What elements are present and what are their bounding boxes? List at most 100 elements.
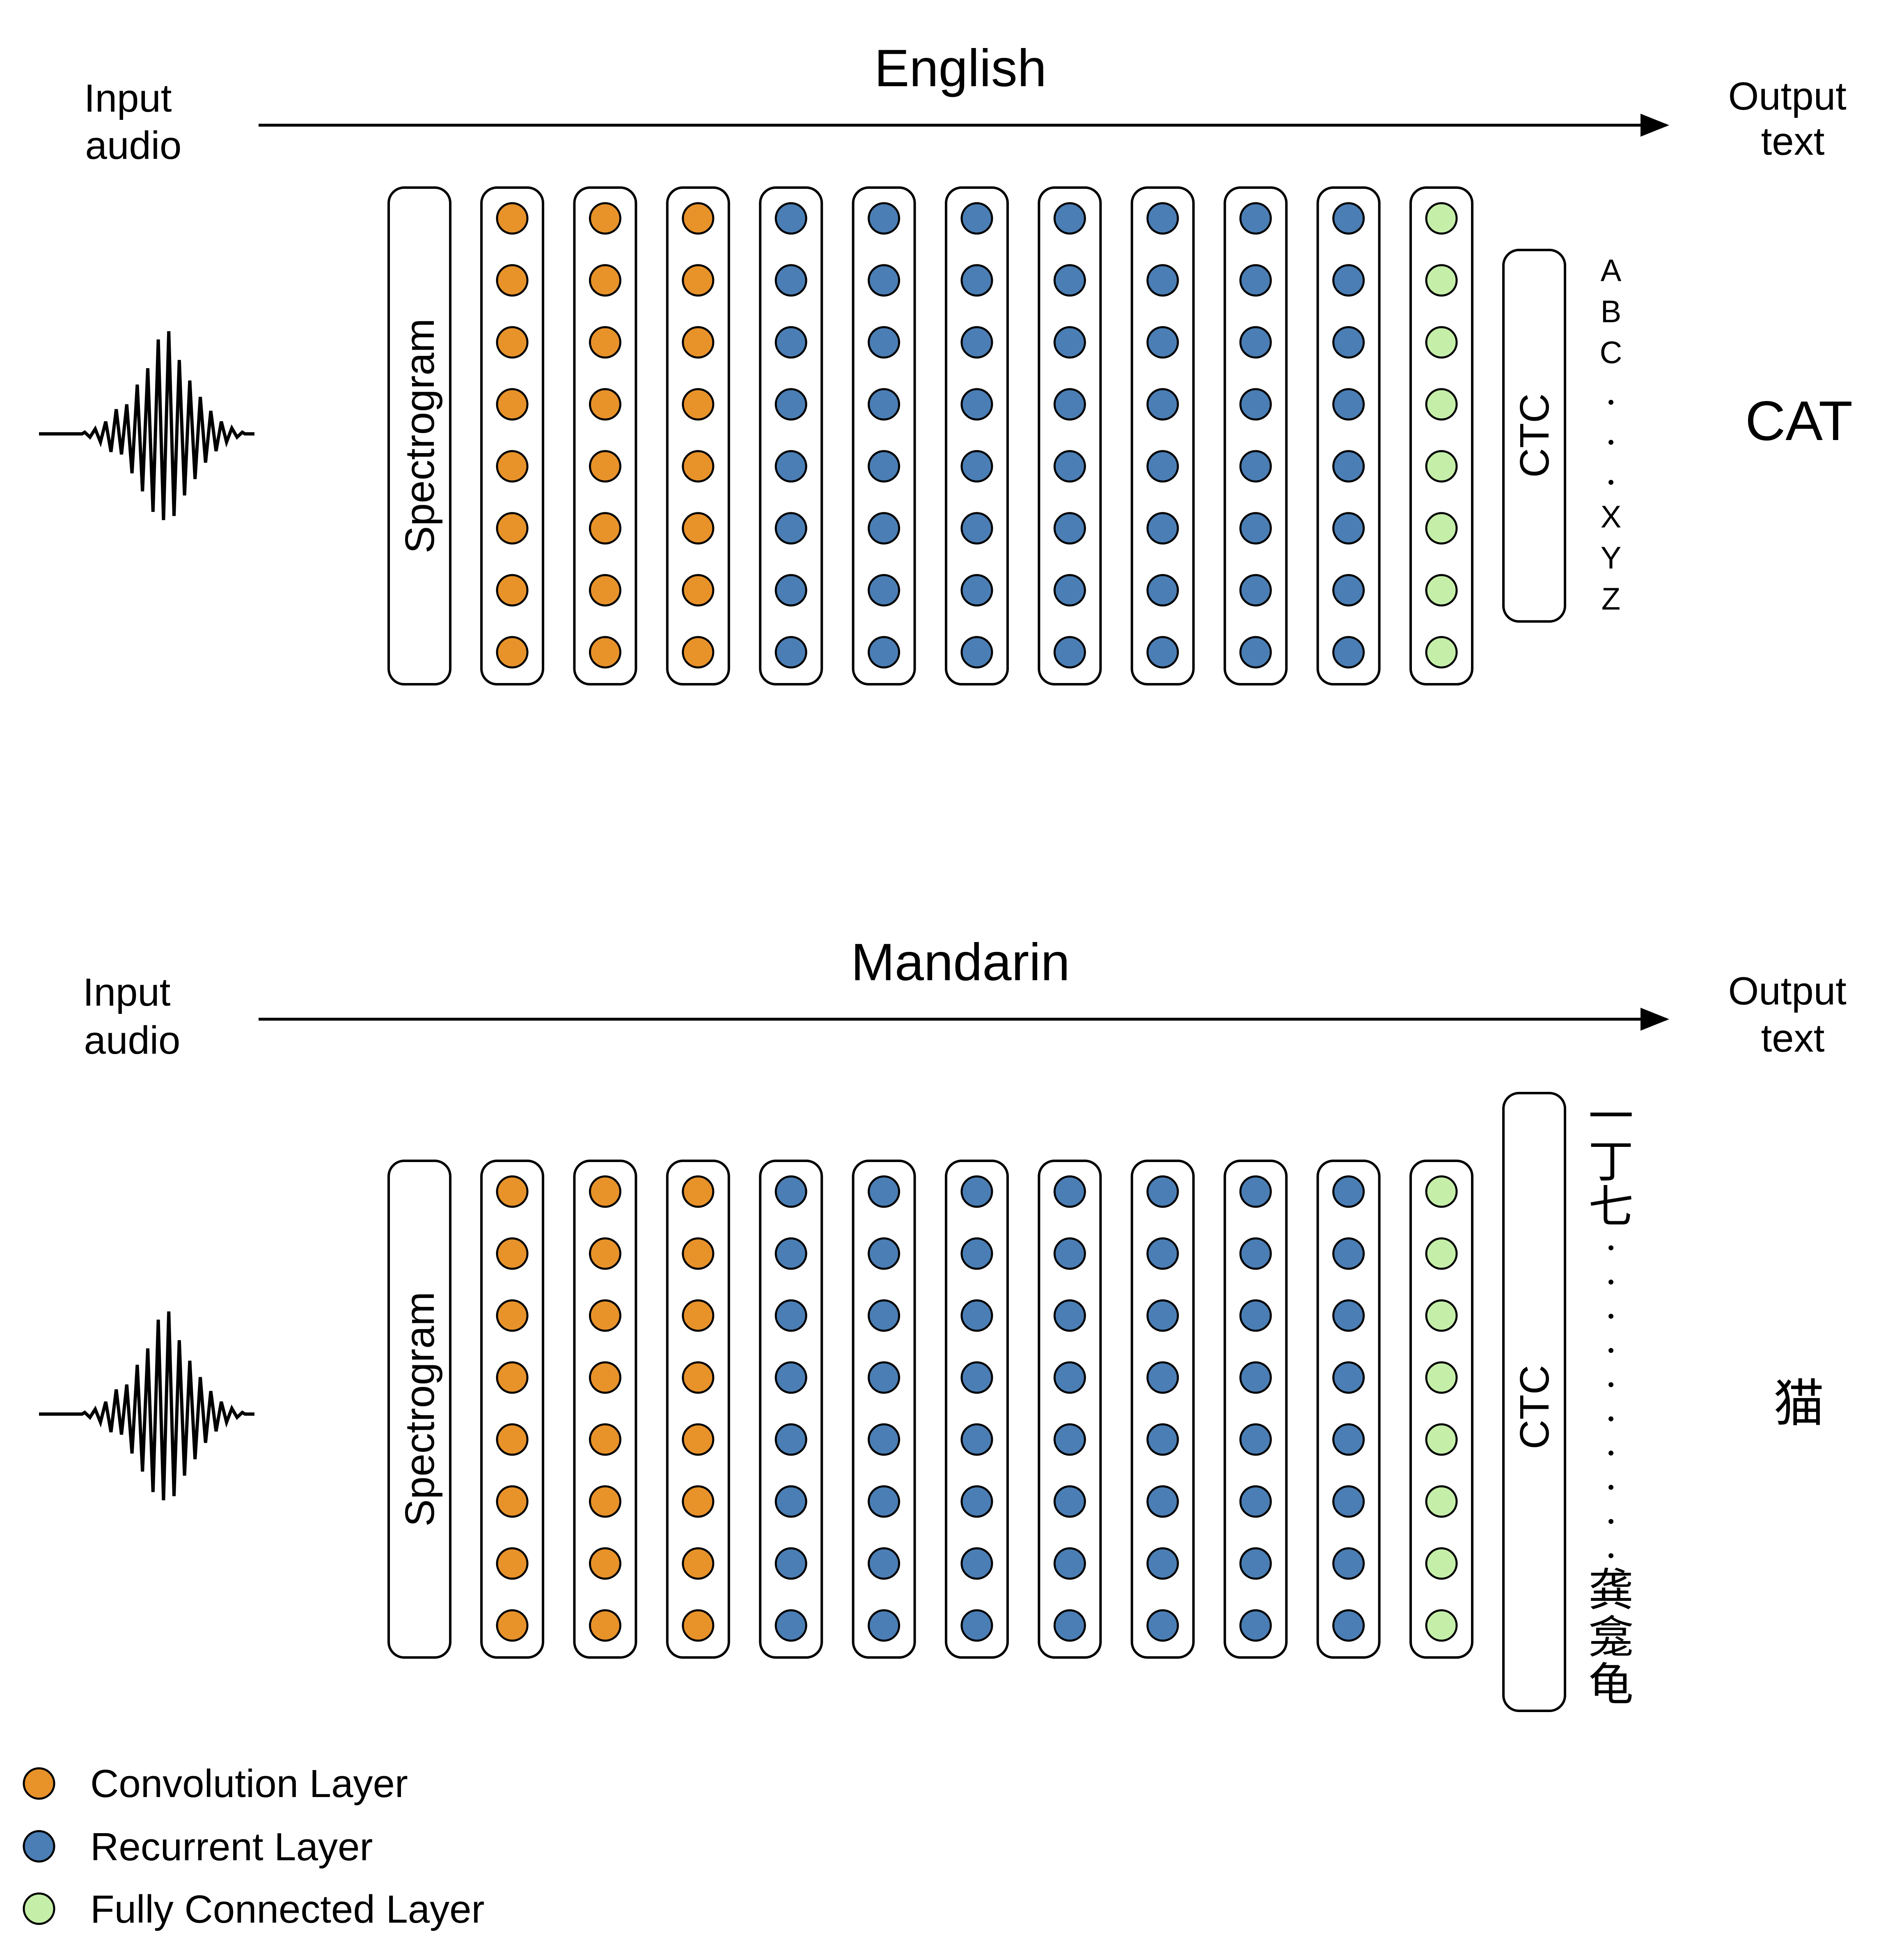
convolution-node bbox=[496, 202, 529, 235]
recurrent-node bbox=[1053, 1361, 1086, 1394]
vocab-ellipsis bbox=[1608, 1245, 1613, 1558]
recurrent-node bbox=[1146, 1361, 1179, 1394]
recurrent-node bbox=[1053, 636, 1086, 669]
recurrent-node bbox=[774, 326, 807, 359]
recurrent-node bbox=[1332, 574, 1365, 607]
convolution-node bbox=[496, 574, 529, 607]
recurrent-node bbox=[868, 1547, 900, 1580]
layer-column-recurrent bbox=[1316, 1160, 1381, 1659]
layer-column-convolution bbox=[480, 1160, 544, 1659]
ellipsis-dot bbox=[1608, 1416, 1613, 1421]
recurrent-node bbox=[1239, 1609, 1272, 1642]
ctc-box bbox=[1502, 249, 1566, 623]
recurrent-node bbox=[1239, 1237, 1272, 1270]
recurrent-node bbox=[1146, 1237, 1179, 1270]
recurrent-node bbox=[868, 1175, 900, 1208]
ellipsis-dot bbox=[1608, 1314, 1613, 1319]
layer-column-recurrent bbox=[852, 1160, 916, 1659]
vocab-item: X bbox=[1601, 500, 1622, 534]
convolution-node bbox=[682, 1547, 715, 1580]
layer-column-recurrent bbox=[852, 186, 916, 685]
fully-connected-node bbox=[1425, 512, 1458, 545]
recurrent-node bbox=[1239, 1175, 1272, 1208]
convolution-node bbox=[589, 1547, 621, 1580]
recurrent-node bbox=[774, 636, 807, 669]
recurrent-node bbox=[1053, 1485, 1086, 1518]
recurrent-node bbox=[960, 388, 993, 421]
convolution-node bbox=[682, 264, 715, 297]
convolution-node bbox=[589, 1299, 621, 1332]
convolution-node bbox=[682, 574, 715, 607]
layer-column-convolution bbox=[666, 186, 730, 685]
legend-label: Fully Connected Layer bbox=[90, 1887, 485, 1931]
recurrent-node bbox=[1239, 1423, 1272, 1456]
ctc-box bbox=[1502, 1092, 1566, 1712]
recurrent-node bbox=[868, 512, 900, 545]
recurrent-node bbox=[774, 1547, 807, 1580]
recurrent-node bbox=[960, 1609, 993, 1642]
vocab-item: A bbox=[1601, 253, 1622, 288]
recurrent-node bbox=[774, 264, 807, 297]
fully-connected-node bbox=[1425, 450, 1458, 483]
legend-swatch-fully-connected bbox=[23, 1892, 55, 1925]
layer-column-recurrent bbox=[1130, 186, 1195, 685]
output-text: CAT bbox=[1745, 390, 1853, 452]
convolution-node bbox=[589, 1423, 621, 1456]
spectrogram-label: Spectrogram bbox=[397, 319, 443, 553]
recurrent-node bbox=[1053, 388, 1086, 421]
fully-connected-node bbox=[1425, 1423, 1458, 1456]
fully-connected-node bbox=[1425, 1361, 1458, 1394]
vocab-item: Y bbox=[1601, 541, 1622, 575]
recurrent-node bbox=[1146, 388, 1179, 421]
panel-english: English Input audio Output text Spectrog… bbox=[39, 39, 1853, 685]
layer-column-convolution bbox=[573, 1160, 637, 1659]
recurrent-node bbox=[960, 326, 993, 359]
vocab-ellipsis bbox=[1608, 400, 1613, 485]
convolution-node bbox=[682, 450, 715, 483]
audio-waveform-icon bbox=[39, 331, 254, 520]
recurrent-node bbox=[868, 388, 900, 421]
convolution-node bbox=[589, 636, 621, 669]
recurrent-node bbox=[960, 1423, 993, 1456]
recurrent-node bbox=[868, 1423, 900, 1456]
convolution-node bbox=[496, 450, 529, 483]
fully-connected-node bbox=[1425, 1237, 1458, 1270]
vocab-item: 丁 bbox=[1588, 1135, 1634, 1188]
recurrent-node bbox=[960, 1237, 993, 1270]
fully-connected-node bbox=[1425, 326, 1458, 359]
layer-columns bbox=[480, 186, 1473, 685]
recurrent-node bbox=[774, 1299, 807, 1332]
input-label: Input audio bbox=[83, 970, 181, 1062]
recurrent-node bbox=[1146, 512, 1179, 545]
vocab-item: 龚 bbox=[1588, 1564, 1634, 1616]
recurrent-node bbox=[1332, 202, 1365, 235]
vocab-item: C bbox=[1600, 335, 1622, 370]
recurrent-node bbox=[774, 202, 807, 235]
panel-title: Mandarin bbox=[851, 933, 1070, 992]
recurrent-node bbox=[1053, 450, 1086, 483]
spectrogram-box bbox=[387, 186, 451, 685]
ellipsis-dot bbox=[1608, 1451, 1613, 1456]
convolution-node bbox=[682, 1485, 715, 1518]
recurrent-node bbox=[1239, 202, 1272, 235]
recurrent-node bbox=[1332, 636, 1365, 669]
panel-mandarin: Mandarin Input audio Output text Spectro… bbox=[39, 933, 1847, 1712]
recurrent-node bbox=[1239, 326, 1272, 359]
input-label: Input audio bbox=[84, 76, 183, 167]
recurrent-node bbox=[1332, 1237, 1365, 1270]
spectrogram-label: Spectrogram bbox=[397, 1292, 443, 1527]
recurrent-node bbox=[868, 1485, 900, 1518]
recurrent-node bbox=[1239, 512, 1272, 545]
fully-connected-node bbox=[1425, 202, 1458, 235]
vocab-list: A B C X Y Z bbox=[1600, 253, 1622, 617]
panel-title: English bbox=[874, 39, 1047, 98]
fully-connected-node bbox=[1425, 1299, 1458, 1332]
recurrent-node bbox=[960, 450, 993, 483]
recurrent-node bbox=[960, 1361, 993, 1394]
recurrent-node bbox=[1239, 1299, 1272, 1332]
convolution-node bbox=[496, 1237, 529, 1270]
convolution-node bbox=[496, 388, 529, 421]
recurrent-node bbox=[1146, 1547, 1179, 1580]
recurrent-node bbox=[774, 1609, 807, 1642]
recurrent-node bbox=[868, 1361, 900, 1394]
